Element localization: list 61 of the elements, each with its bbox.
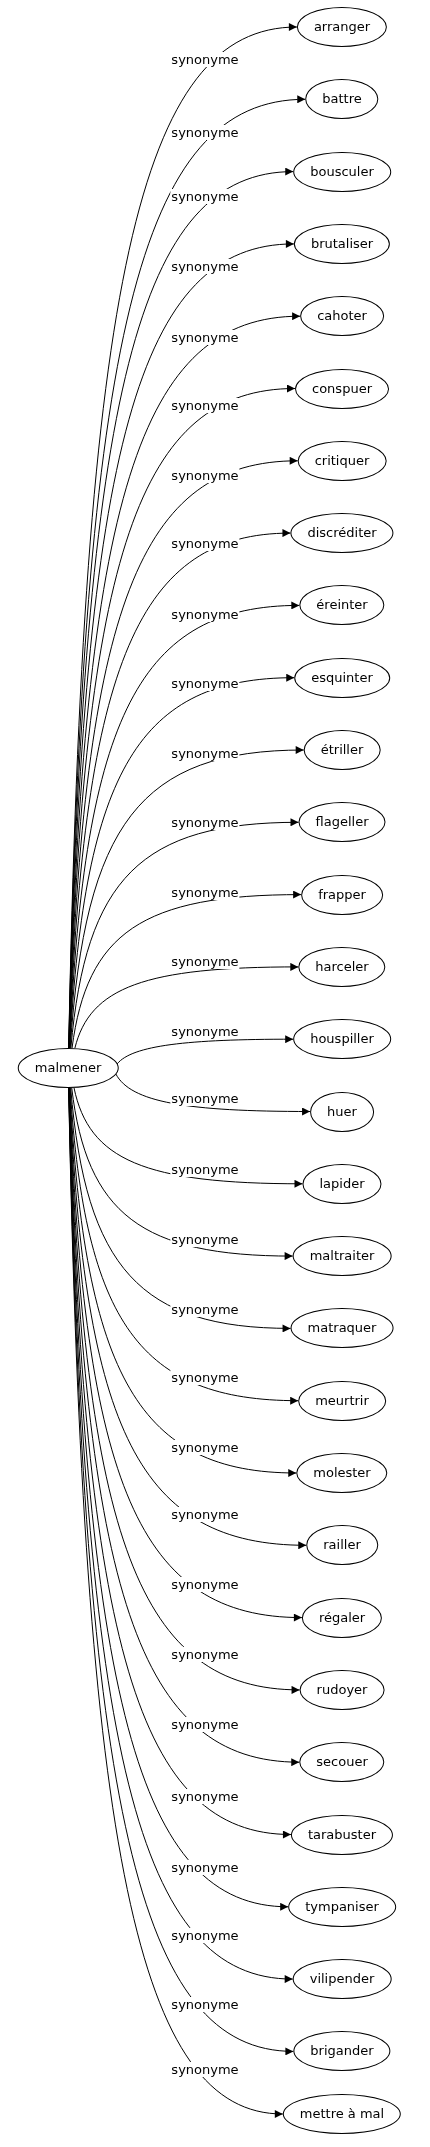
term-ellipse: battre — [305, 79, 379, 120]
edge-label: synonyme — [170, 1789, 240, 1805]
edge-label: synonyme — [170, 1302, 240, 1318]
arrow — [69, 1087, 299, 1405]
term-ellipse: brigander — [293, 2031, 391, 2072]
term-ellipse: arranger — [296, 7, 388, 47]
term-ellipse: matraquer — [290, 1308, 394, 1349]
term-ellipse: mettre à mal — [282, 2094, 402, 2134]
term-ellipse: houspiller — [293, 1019, 391, 1060]
term-ellipse: critiquer — [297, 440, 387, 481]
term-ellipse: railler — [306, 1525, 378, 1566]
term-ellipse: discréditer — [290, 513, 394, 554]
edge-label: synonyme — [170, 535, 240, 551]
edge-label: synonyme — [170, 1716, 240, 1732]
term-ellipse: flageller — [298, 802, 386, 843]
edge-label: synonyme — [170, 1996, 240, 2012]
edge-label: synonyme — [170, 2062, 240, 2078]
edge-label: synonyme — [170, 1440, 240, 1456]
term-ellipse: huer — [310, 1091, 374, 1132]
edge-label: synonyme — [170, 1859, 240, 1875]
term-ellipse: brutaliser — [293, 223, 391, 264]
term-ellipse: vilipender — [292, 1959, 392, 2000]
edge-label: synonyme — [170, 1370, 240, 1386]
term-ellipse: bousculer — [293, 151, 391, 192]
term-ellipse: rudoyer — [299, 1669, 385, 1710]
term-ellipse: conspuer — [295, 368, 389, 409]
term-ellipse: régaler — [301, 1597, 383, 1638]
edge-label: synonyme — [170, 1647, 240, 1663]
term-ellipse: tarabuster — [290, 1814, 394, 1855]
term-ellipse: secouer — [299, 1742, 385, 1783]
term-ellipse: maltraiter — [292, 1236, 392, 1277]
arrow — [69, 746, 305, 1049]
term-ellipse: harceler — [298, 946, 386, 987]
edge-label: synonyme — [170, 468, 240, 484]
edge-label: synonyme — [170, 188, 240, 204]
edge-label: synonyme — [170, 51, 240, 67]
edge-label: synonyme — [170, 1577, 240, 1593]
term-ellipse: tympaniser — [288, 1886, 396, 1927]
term-ellipse: malmener — [17, 1048, 119, 1088]
term-ellipse: étriller — [303, 730, 381, 770]
arrow — [69, 674, 295, 1049]
edge-label: synonyme — [170, 397, 240, 413]
term-ellipse: cahoter — [300, 296, 384, 337]
arrow — [115, 1073, 311, 1116]
term-ellipse: esquinter — [294, 657, 390, 698]
term-ellipse: éreinter — [299, 585, 385, 626]
edge-label: synonyme — [170, 1507, 240, 1523]
arrow — [116, 1035, 294, 1065]
term-ellipse: meurtrir — [298, 1380, 386, 1421]
edge-label: synonyme — [170, 258, 240, 274]
arrow — [71, 890, 302, 1049]
term-ellipse: lapider — [302, 1163, 382, 1204]
edge-label: synonyme — [170, 330, 240, 346]
arrow — [73, 1087, 303, 1188]
term-ellipse: molester — [296, 1453, 388, 1493]
edge-label: synonyme — [170, 125, 240, 141]
arrow — [74, 963, 299, 1049]
edge-label: synonyme — [170, 1927, 240, 1943]
arrow — [70, 818, 299, 1049]
arrow — [71, 1087, 294, 1260]
term-ellipse: frapper — [301, 874, 383, 915]
